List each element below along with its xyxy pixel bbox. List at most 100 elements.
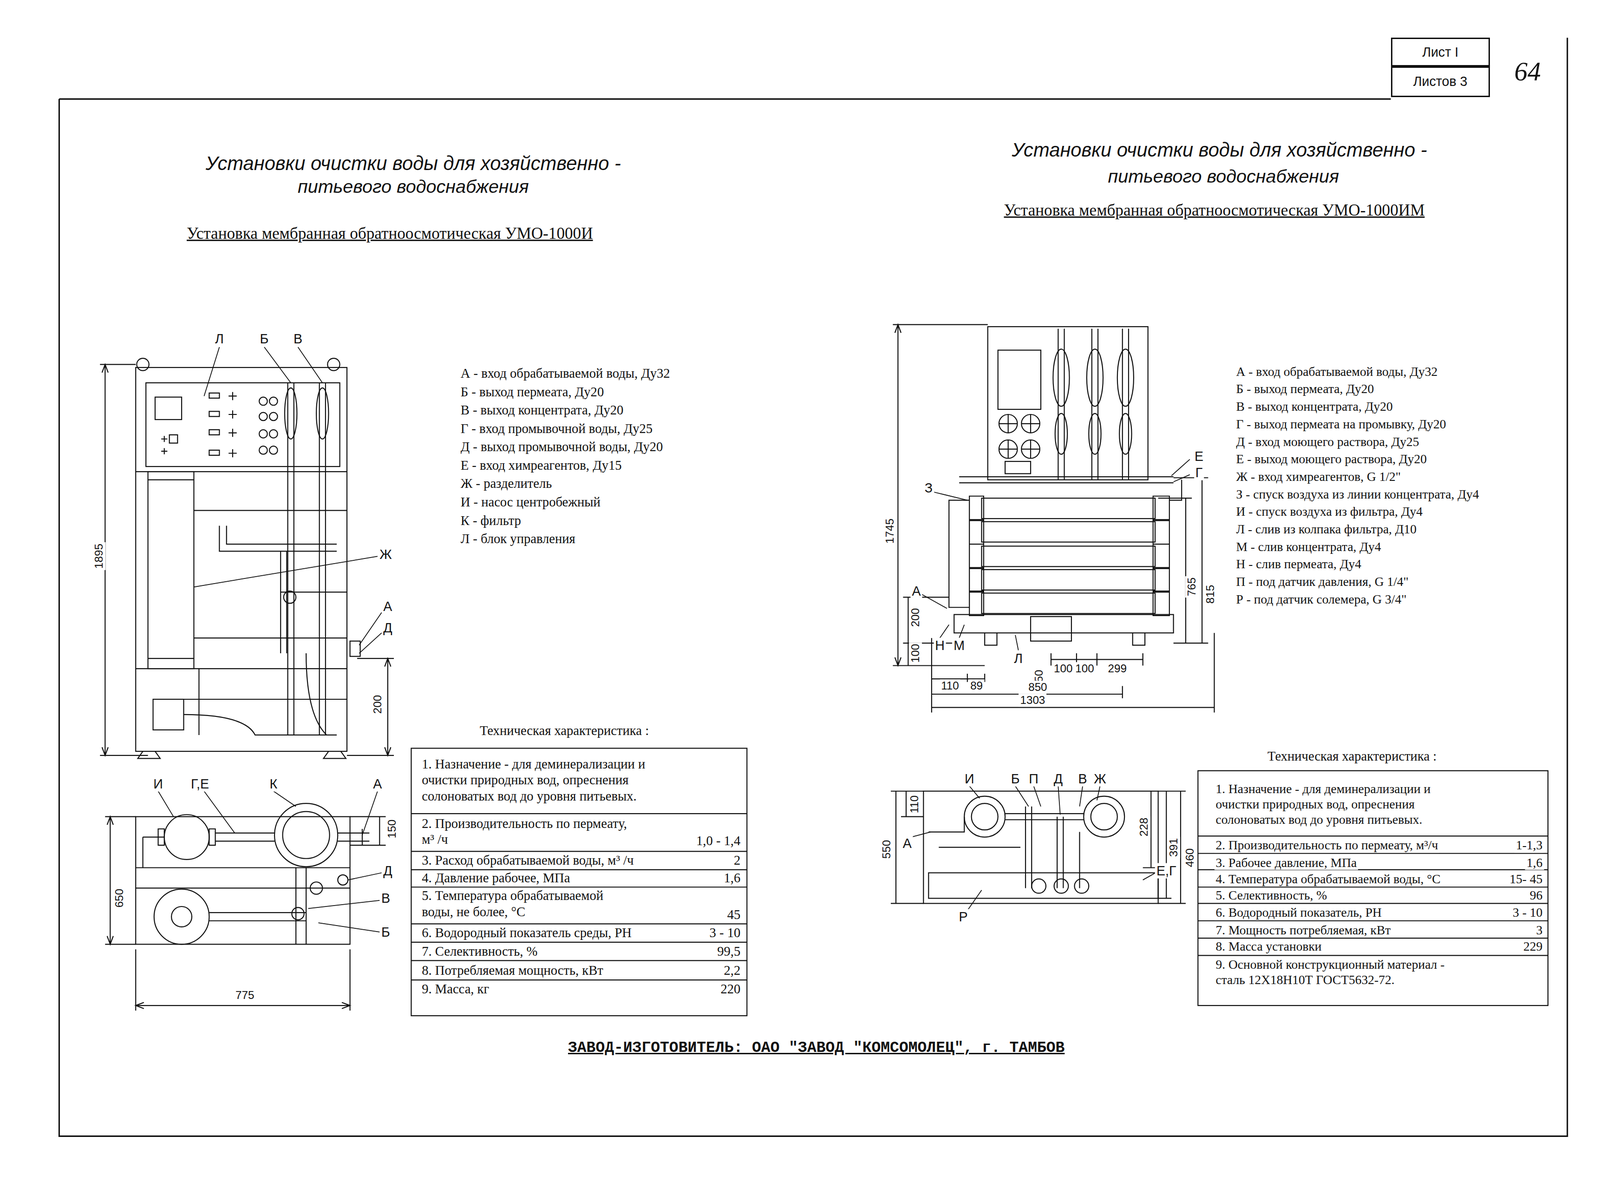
sheet-heading: питьевого водоснабжения	[296, 176, 531, 197]
dimension-value: 391	[1167, 835, 1181, 858]
callout-letter: А	[371, 776, 384, 792]
callout-letter: Б	[1009, 770, 1022, 787]
sheet-number-text: Листов 3	[1413, 73, 1468, 90]
table-cell: 9. Масса, кг	[420, 981, 491, 997]
legend-item: К - фильтр	[459, 512, 523, 529]
sheet-number-text: Лист I	[1422, 44, 1459, 60]
legend-item: В - выход концентрата, Ду20	[1234, 398, 1395, 414]
table-heading: Техническая характеристика :	[478, 723, 651, 739]
dimension-value: 228	[1137, 815, 1151, 837]
callout-letter: М	[952, 637, 967, 653]
callout-letter: Б	[379, 923, 392, 940]
table-cell: 99,5	[715, 943, 742, 959]
table-cell: 1,0 - 1,4	[694, 833, 742, 849]
callout-letter: А	[381, 598, 394, 614]
callout-letter: Г	[1194, 464, 1204, 481]
table-cell: 8. Потребляемая мощность, кВт	[420, 962, 605, 979]
legend-item: М - слив концентрата, Ду4	[1234, 539, 1383, 555]
callout-letter: Л	[213, 331, 226, 347]
dimension-value: 110	[939, 679, 961, 693]
callout-letter: А	[910, 583, 922, 599]
table-cell: 220	[718, 981, 742, 997]
dimension-value: 460	[1183, 846, 1197, 868]
table-cell: 3. Рабочее давление, МПа	[1214, 855, 1359, 870]
table-cell: 3	[1534, 922, 1544, 938]
callout-letter: Ж	[378, 546, 393, 562]
legend-item: Е - вход химреагентов, Ду15	[459, 457, 624, 473]
table-cell: 1,6	[722, 869, 743, 886]
legend-item: А - вход обрабатываемой воды, Ду32	[1234, 364, 1440, 379]
callout-letter: Д	[381, 862, 394, 879]
sheet-heading: питьевого водоснабжения	[1106, 165, 1341, 187]
table-cell: 1,6	[1525, 855, 1544, 870]
callout-letter: П	[1027, 770, 1040, 787]
legend-item: П - под датчик давления, G 1/4"	[1234, 574, 1411, 589]
table-cell: 7. Селективность, %	[420, 943, 539, 959]
dimension-value: 550	[880, 838, 894, 860]
table-cell: 229	[1521, 938, 1544, 954]
dimension-value: 775	[234, 988, 256, 1002]
dimension-value: 765	[1185, 575, 1199, 598]
page-number: 64	[1512, 56, 1542, 87]
dimension-value: 299	[1106, 661, 1129, 675]
table-cell: 3. Расход обрабатываемой воды, м³ /ч	[420, 852, 635, 869]
sheet-heading: Установки очистки воды для хозяйственно …	[1010, 138, 1429, 162]
legend-item: Б - выход пермеата, Ду20	[1234, 381, 1376, 397]
legend-item: Л - блок управления	[459, 531, 577, 547]
legend-item: Ж - вход химреагентов, G 1/2"	[1234, 469, 1403, 484]
legend-item: Ж - разделитель	[459, 476, 554, 492]
title-block-cell: Листов 3	[1391, 66, 1490, 98]
dimension-value: 100	[908, 642, 922, 664]
legend-item: Д - вход моющего раствора, Ду25	[1234, 434, 1421, 450]
dimension-value: 1745	[883, 516, 897, 545]
callout-letter: В	[1077, 770, 1089, 787]
dimension-value: 815	[1203, 583, 1217, 605]
legend-item: Р - под датчик солемера, G 3/4"	[1234, 591, 1409, 607]
callout-letter: В	[292, 331, 304, 347]
legend-item: И - спуск воздуха из фильтра, Ду4	[1234, 503, 1425, 519]
callout-letter: Р	[957, 908, 969, 925]
dimension-value: 150	[385, 817, 399, 840]
callout-letter: Б	[258, 331, 271, 347]
legend-item: Л - слив из колпака фильтра, Д10	[1234, 521, 1419, 537]
table-cell: 1-1,3	[1514, 837, 1544, 853]
dimension-value: 100	[1073, 661, 1096, 675]
table-cell: 2	[732, 852, 742, 869]
title-block-cell: Лист I	[1391, 37, 1490, 67]
callout-letter: Д	[381, 620, 394, 636]
table-cell: 5. Температура обрабатываемой воды, не б…	[420, 887, 627, 920]
unit-title: Установка мембранная обратноосмотическая…	[185, 224, 595, 243]
callout-letter: Д	[1052, 770, 1065, 787]
table-cell: 1. Назначение - для деминерализации и оч…	[1214, 780, 1463, 827]
callout-letter: И	[963, 770, 976, 787]
legend-item: Е - выход моющего раствора, Ду20	[1234, 451, 1429, 467]
dimension-value: 650	[112, 887, 126, 909]
table-cell: 2. Производительность по пермеату, м³/ч	[1214, 837, 1440, 853]
dimension-value: 110	[907, 793, 921, 815]
table-cell: 1. Назначение - для деминерализации и оч…	[420, 756, 679, 804]
dimension-value: 1303	[1018, 693, 1047, 707]
table-cell: 15- 45	[1508, 871, 1544, 887]
manufacturer-note: ЗАВОД-ИЗГОТОВИТЕЛЬ: ОАО "ЗАВОД "КОМСОМОЛ…	[566, 1038, 1066, 1057]
table-cell: 3 - 10	[1511, 904, 1544, 920]
table-cell: 2,2	[722, 962, 743, 979]
legend-item: Г - выход пермеата на промывку, Ду20	[1234, 416, 1448, 432]
table-cell: 3 - 10	[708, 925, 743, 941]
legend-item: И - насос центробежный	[459, 494, 602, 510]
legend-item: Б - выход пермеата, Ду20	[459, 384, 606, 400]
legend-item: В - выход концентрата, Ду20	[459, 402, 626, 418]
callout-letter: Л	[1012, 650, 1025, 667]
table-cell: 96	[1528, 887, 1545, 903]
unit-title: Установка мембранная обратноосмотическая…	[1002, 200, 1427, 220]
table-cell: 6. Водородный показатель среды, PH	[420, 925, 634, 941]
table-cell: 4. Давление рабочее, МПа	[420, 869, 572, 886]
table-cell: 4. Температура обрабатываемой воды, °С	[1214, 871, 1443, 887]
dimension-value: 850	[1026, 680, 1049, 694]
legend-item: З - спуск воздуха из линии концентрата, …	[1234, 486, 1481, 502]
callout-letter: Ж	[1092, 770, 1108, 787]
legend-item: Д - выход промывочной воды, Ду20	[459, 439, 665, 455]
dimension-value: 89	[968, 679, 985, 693]
table-cell: 2. Производительность по пермеату, м³ /ч	[420, 815, 643, 848]
table-cell: 45	[725, 906, 743, 922]
